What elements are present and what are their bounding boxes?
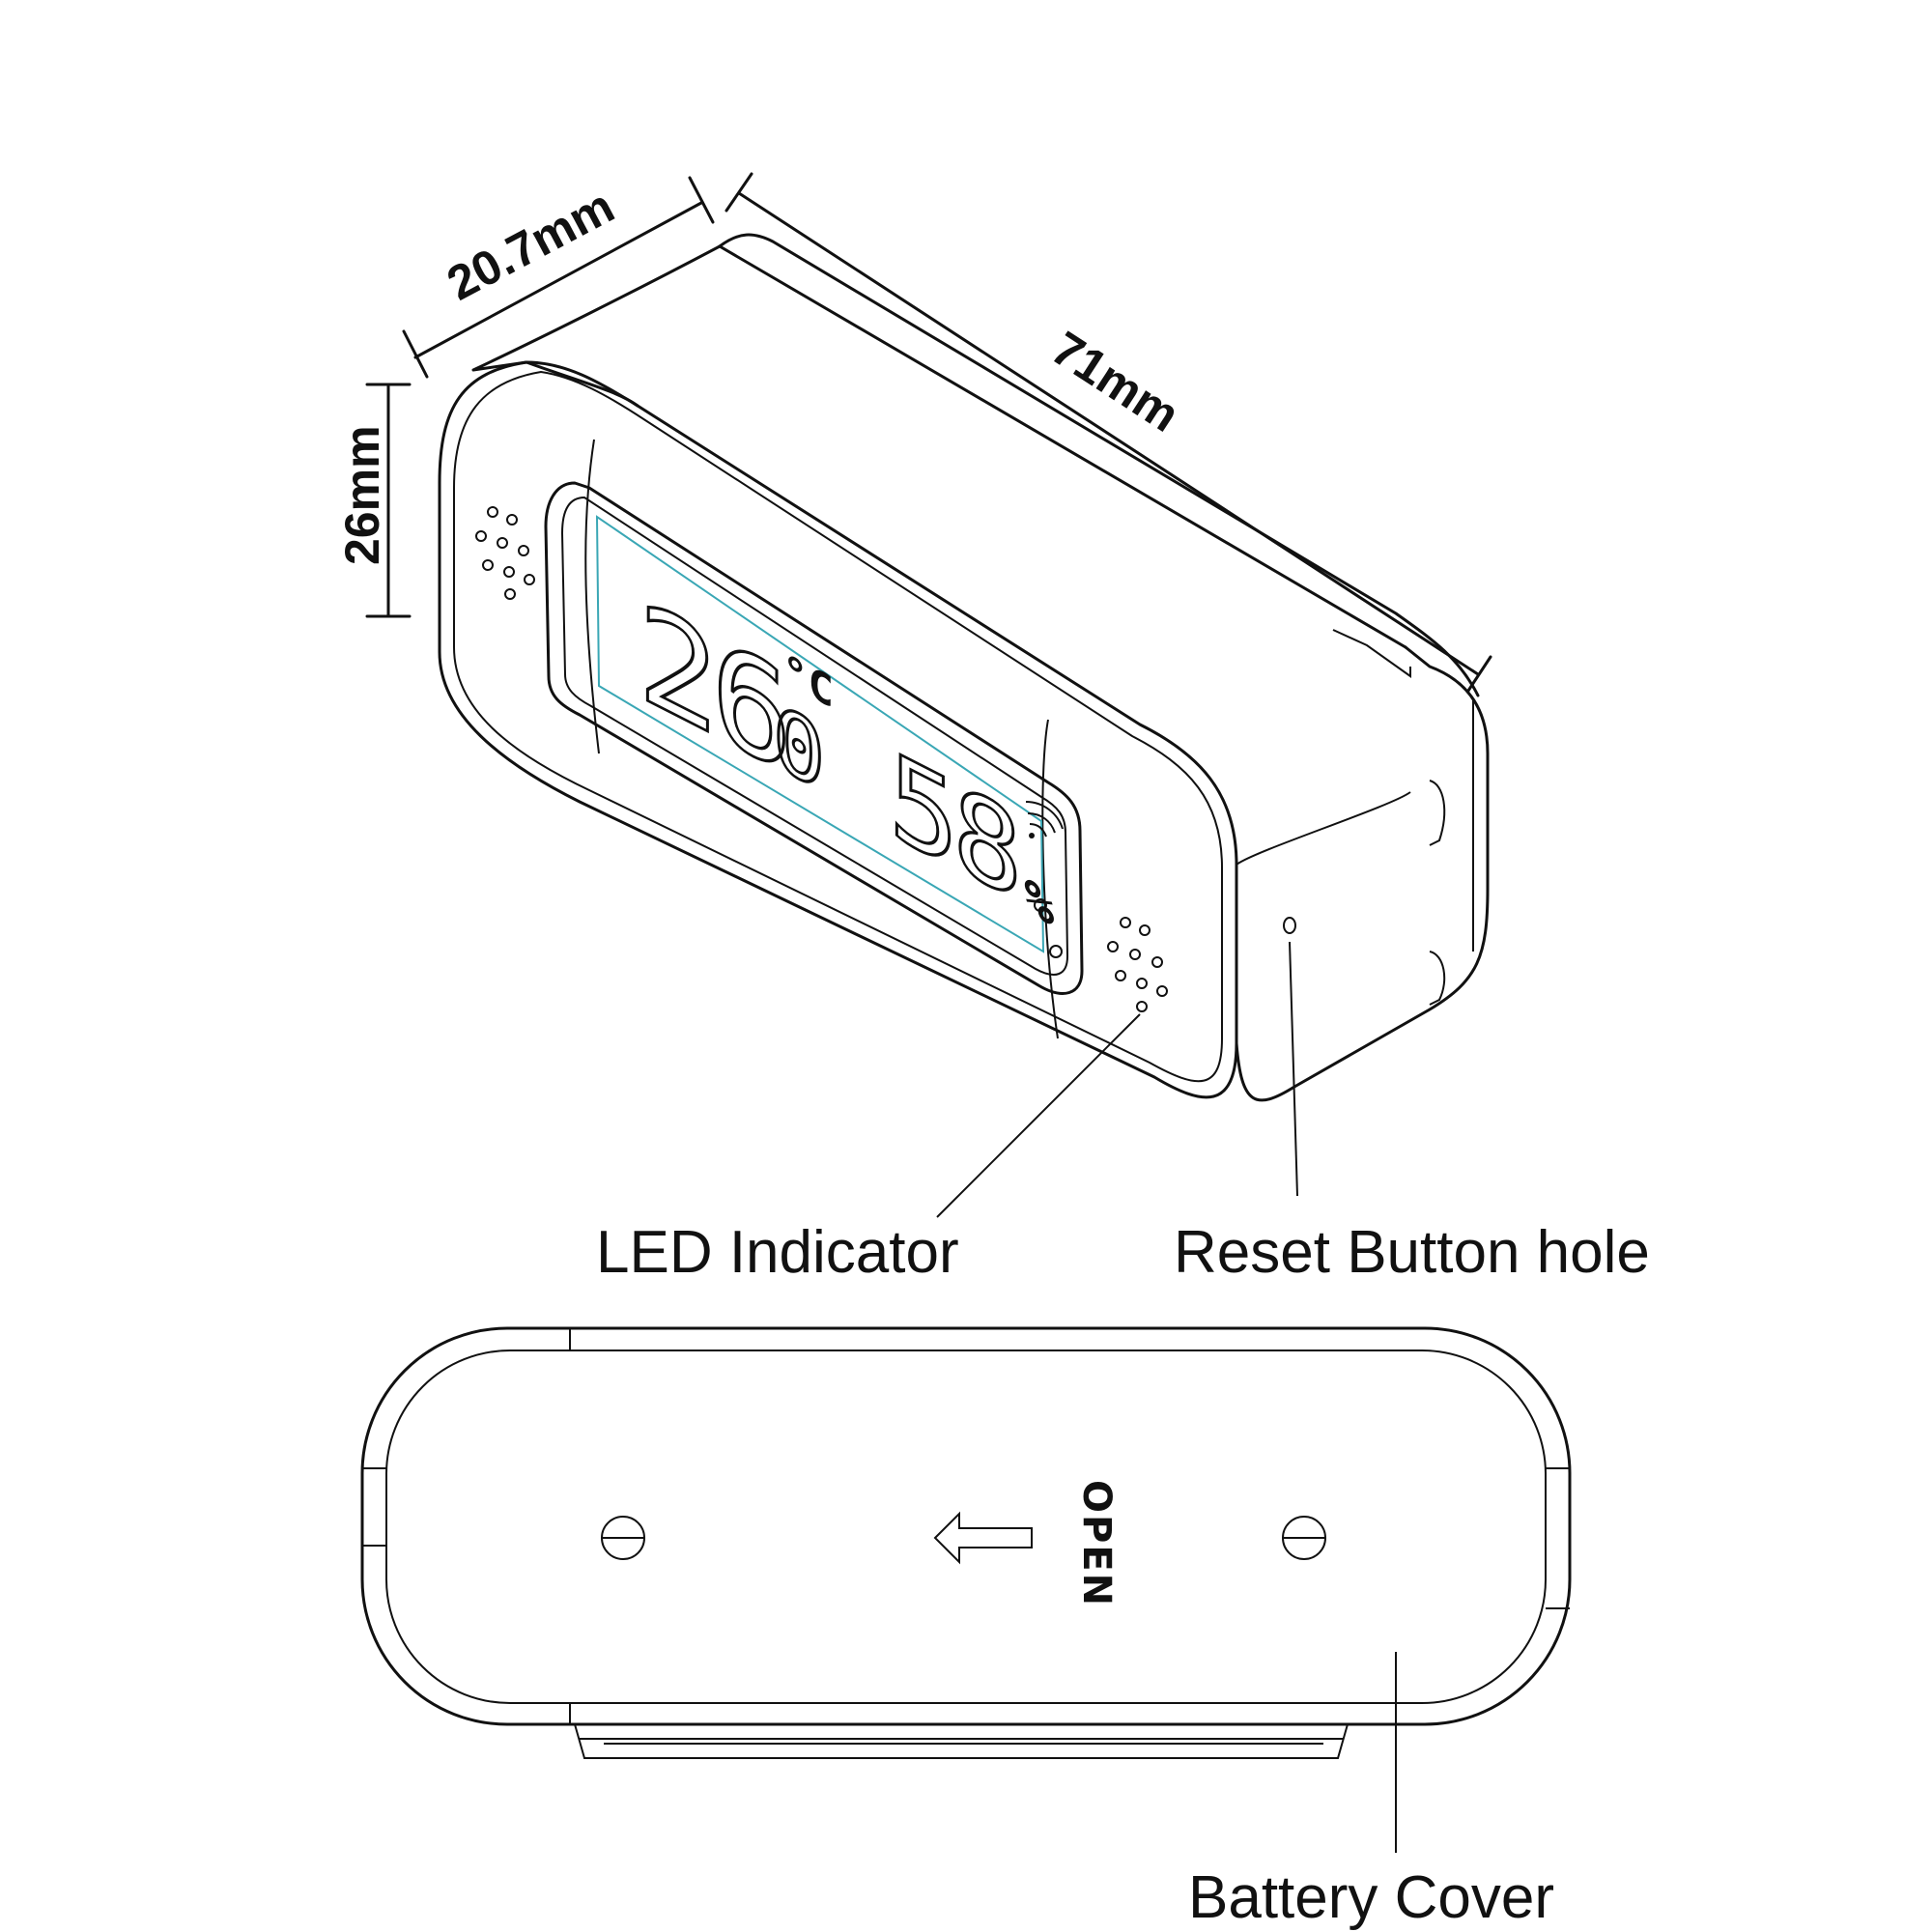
arrow-left-icon (933, 1511, 1033, 1565)
battery-cover-tab (574, 1723, 1349, 1759)
dimension-depth-label: 20.7mm (439, 179, 623, 311)
reset-leader-line (1289, 941, 1298, 1197)
led-leader-line (936, 1013, 1141, 1218)
device-bottom-outline (360, 1326, 1572, 1726)
dimension-height-label: 26mm (335, 425, 389, 565)
dimension-lines (365, 172, 1492, 693)
humidity-unit: % (1024, 867, 1054, 940)
lcd-digits: 26 0 °C 58 % (637, 570, 1055, 940)
lcd-screen (595, 515, 1045, 953)
battery-cover-label: Battery Cover (1188, 1864, 1554, 1931)
device-bottom-inner-outline (385, 1350, 1547, 1704)
left-vent-icon (475, 506, 535, 600)
device-top-face (471, 233, 1480, 697)
lcd-dot-icon (1049, 945, 1063, 958)
reset-button-label: Reset Button hole (1174, 1219, 1650, 1286)
device-right-end (1235, 645, 1490, 1102)
dimension-length-label: 71mm (1042, 321, 1189, 442)
led-indicator-label: LED Indicator (596, 1219, 959, 1286)
open-label: OPEN (1074, 1480, 1119, 1607)
led-indicator-icon (1107, 917, 1168, 1012)
temperature-value: 26 (638, 571, 785, 803)
device-front-face (438, 360, 1238, 1099)
battery-cover-view: OPEN (360, 1326, 1572, 1759)
lcd-bezel (544, 481, 1084, 995)
lcd-dot-icon (1034, 898, 1047, 912)
device-perspective-view: 26 0 °C 58 % (438, 233, 1490, 1102)
reset-button-hole-icon (1283, 917, 1296, 934)
screw-icon (601, 1516, 645, 1560)
signal-icon (1025, 801, 1064, 838)
screw-icon (1282, 1516, 1326, 1560)
